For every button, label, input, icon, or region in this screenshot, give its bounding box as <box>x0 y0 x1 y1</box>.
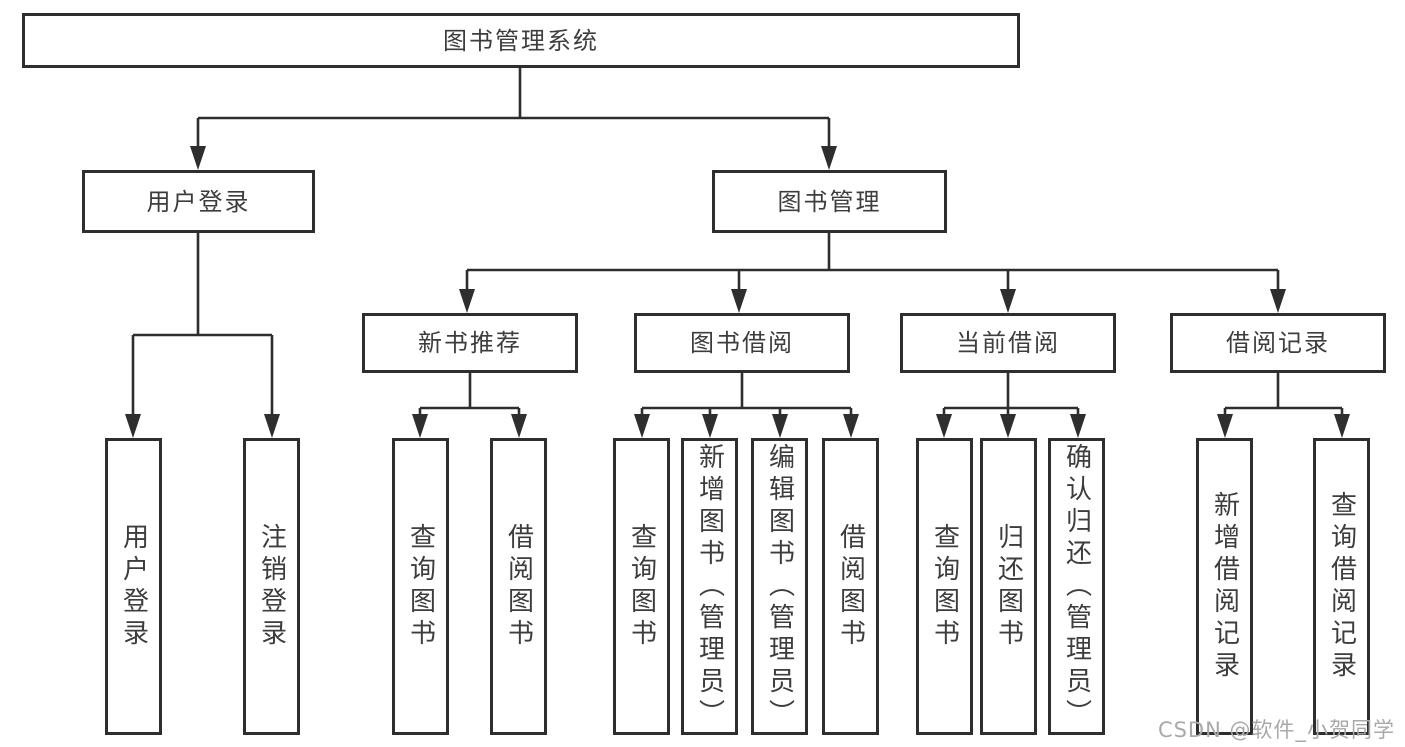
arrowhead <box>1217 414 1233 438</box>
node-new-book-rec-label: 新书推荐 <box>418 329 522 357</box>
node-leaf-add-book: 新增图书（管理员） <box>681 438 738 735</box>
arrowhead <box>412 414 428 438</box>
connector-root-to-level2 <box>190 68 837 170</box>
node-leaf-add-book-label: 新增图书（管理员） <box>694 442 725 731</box>
arrowhead <box>1270 289 1286 313</box>
node-leaf-add-borrow-record-label: 新增借阅记录 <box>1209 490 1240 683</box>
arrowhead <box>264 414 280 438</box>
node-leaf-query-book-2-label: 查询图书 <box>626 522 657 651</box>
arrowhead <box>634 414 650 438</box>
node-leaf-confirm-return-label: 确认归还（管理员） <box>1061 442 1092 731</box>
arrowhead <box>125 414 141 438</box>
node-root: 图书管理系统 <box>22 13 1020 68</box>
arrowhead <box>1000 414 1016 438</box>
node-leaf-confirm-return: 确认归还（管理员） <box>1048 438 1105 735</box>
node-leaf-borrow-book-1-label: 借阅图书 <box>503 522 534 651</box>
node-book-mgmt: 图书管理 <box>712 170 947 233</box>
node-leaf-borrow-book-1: 借阅图书 <box>490 438 547 735</box>
node-leaf-query-book-3: 查询图书 <box>916 438 973 735</box>
node-leaf-add-borrow-record: 新增借阅记录 <box>1196 438 1253 735</box>
arrowhead <box>1070 414 1086 438</box>
arrowhead <box>936 414 952 438</box>
connector-book-borrow <box>634 373 859 438</box>
node-borrow-records-label: 借阅记录 <box>1226 329 1330 357</box>
node-root-label: 图书管理系统 <box>443 26 599 55</box>
node-leaf-query-book-2: 查询图书 <box>613 438 670 735</box>
node-leaf-user-login: 用户登录 <box>105 438 162 735</box>
node-new-book-rec: 新书推荐 <box>362 313 578 373</box>
arrowhead <box>1334 414 1350 438</box>
node-leaf-query-book-1: 查询图书 <box>392 438 449 735</box>
node-leaf-query-borrow-record-label: 查询借阅记录 <box>1326 490 1357 683</box>
node-leaf-logout-label: 注销登录 <box>256 522 287 651</box>
node-book-mgmt-label: 图书管理 <box>777 187 882 216</box>
node-leaf-edit-book-label: 编辑图书（管理员） <box>764 442 795 731</box>
node-borrow-records: 借阅记录 <box>1170 313 1386 373</box>
node-current-borrow-label: 当前借阅 <box>956 329 1060 357</box>
connector-book-mgmt-to-level3 <box>459 233 1286 313</box>
arrowhead <box>821 146 837 170</box>
arrowhead <box>190 146 206 170</box>
connector-user-login-group <box>125 233 280 438</box>
node-user-login-group-label: 用户登录 <box>146 187 251 216</box>
node-leaf-user-login-label: 用户登录 <box>118 522 149 651</box>
node-leaf-query-borrow-record: 查询借阅记录 <box>1313 438 1370 735</box>
arrowhead <box>843 414 859 438</box>
csdn-watermark: CSDN @软件_小贺同学 <box>1157 718 1395 742</box>
arrowhead <box>459 289 475 313</box>
arrowhead <box>772 414 788 438</box>
node-leaf-logout: 注销登录 <box>243 438 300 735</box>
arrowhead <box>702 414 718 438</box>
node-leaf-return-book-label: 归还图书 <box>993 522 1024 651</box>
connector-borrow-records <box>1217 373 1350 438</box>
node-leaf-query-book-1-label: 查询图书 <box>405 522 436 651</box>
node-current-borrow: 当前借阅 <box>900 313 1116 373</box>
node-leaf-edit-book: 编辑图书（管理员） <box>751 438 808 735</box>
arrowhead <box>1000 289 1016 313</box>
arrowhead <box>511 414 527 438</box>
node-book-borrow: 图书借阅 <box>634 313 850 373</box>
node-leaf-query-book-3-label: 查询图书 <box>929 522 960 651</box>
node-user-login-group: 用户登录 <box>82 170 315 233</box>
arrowhead <box>731 289 747 313</box>
node-leaf-return-book: 归还图书 <box>980 438 1037 735</box>
node-leaf-borrow-book-2: 借阅图书 <box>822 438 879 735</box>
node-leaf-borrow-book-2-label: 借阅图书 <box>835 522 866 651</box>
node-book-borrow-label: 图书借阅 <box>690 329 794 357</box>
connector-current-borrow <box>936 373 1086 438</box>
connector-new-book-rec <box>412 373 527 438</box>
